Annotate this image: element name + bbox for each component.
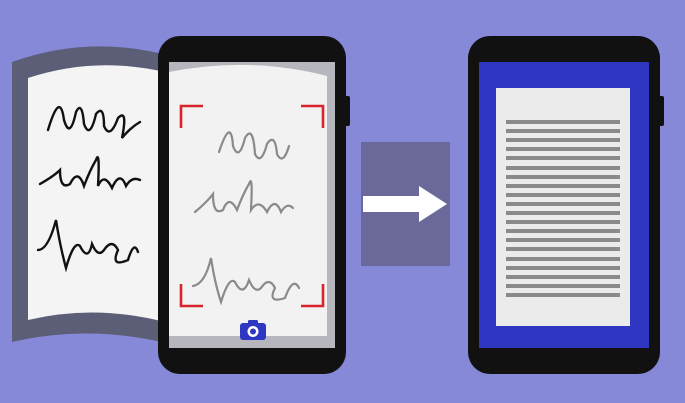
document-text-line — [506, 292, 620, 297]
document-text-line — [506, 229, 620, 234]
phone-side-button — [346, 96, 350, 126]
document-text-line — [506, 156, 620, 161]
document-text-line — [506, 247, 620, 252]
camera-preview-screen — [169, 62, 335, 348]
conversion-arrow-box — [361, 142, 450, 266]
result-phone — [468, 36, 664, 374]
document-text-line — [506, 120, 620, 124]
viewfinder-corners — [179, 104, 325, 308]
camera-shutter-button[interactable] — [238, 318, 268, 342]
document-text-line — [506, 138, 620, 143]
document-text-line — [506, 265, 620, 270]
document-text-line — [506, 274, 620, 279]
document-text-line — [506, 201, 620, 206]
scanner-phone — [158, 36, 350, 374]
document-text-line — [506, 147, 620, 152]
arrow-right-icon — [363, 186, 447, 222]
document-text-line — [506, 220, 620, 225]
document-text-line — [506, 238, 620, 243]
digital-document — [496, 88, 630, 326]
document-text-line — [506, 183, 620, 188]
document-text-line — [506, 283, 620, 288]
document-text-line — [506, 256, 620, 261]
document-text-line — [506, 192, 620, 197]
phone-side-button — [660, 96, 664, 126]
document-text-line — [506, 174, 620, 179]
camera-icon — [240, 320, 266, 340]
document-text-line — [506, 129, 620, 134]
captured-page — [169, 64, 327, 336]
document-text-line — [506, 211, 620, 215]
document-text-line — [506, 165, 620, 170]
handwriting-strokes — [36, 106, 142, 273]
result-screen — [479, 62, 649, 348]
